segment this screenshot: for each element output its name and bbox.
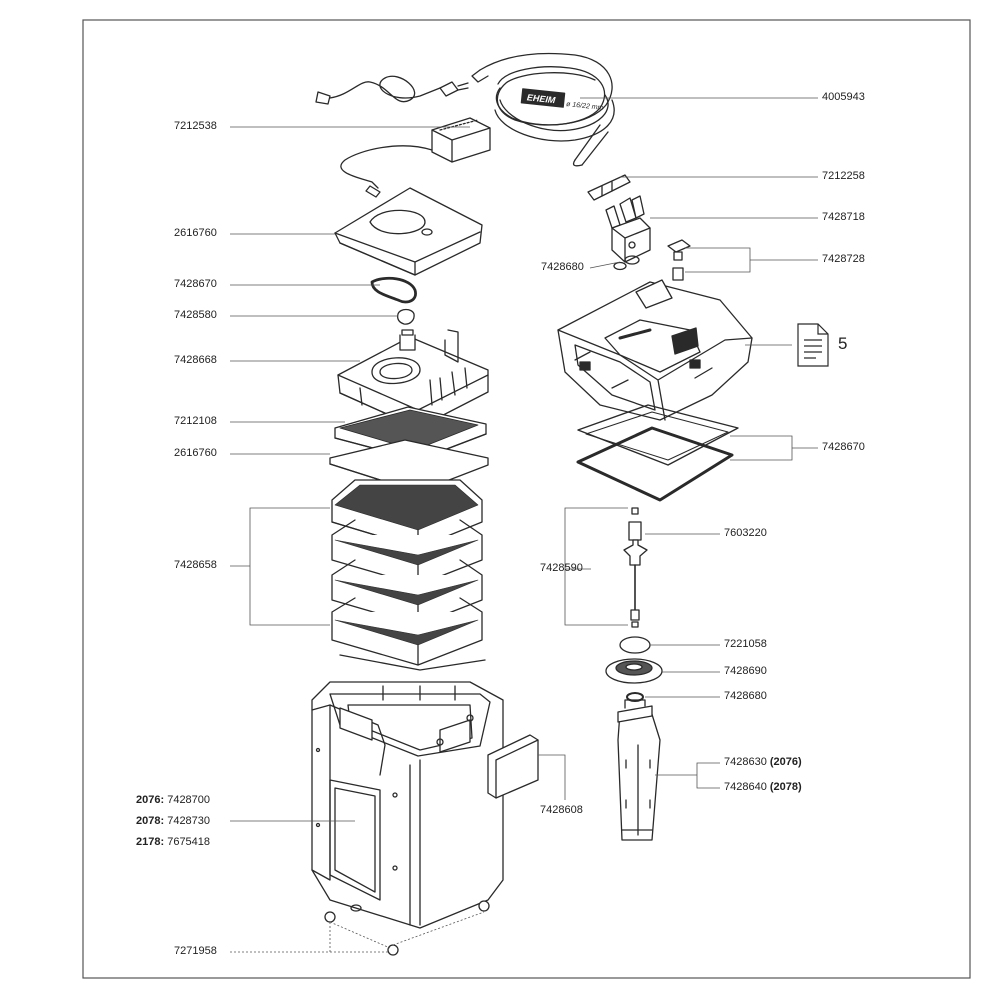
canister-model: 2078: bbox=[136, 815, 165, 827]
label-rotor-parts: 7428590 bbox=[540, 562, 583, 574]
hose-size-text: ø 16/22 mm bbox=[566, 101, 604, 112]
leader-lines bbox=[230, 97, 818, 953]
top-tray bbox=[337, 329, 489, 429]
intake-2076-model: (2076) bbox=[769, 756, 802, 768]
label-connector: 7212258 bbox=[822, 170, 865, 182]
power-cord bbox=[315, 75, 469, 105]
pump-head bbox=[557, 279, 753, 421]
canister bbox=[311, 681, 504, 956]
label-lid-cover: 2616760 bbox=[174, 227, 217, 239]
valve-parts bbox=[667, 239, 691, 281]
label-pump-ring: 7428680 bbox=[724, 690, 767, 702]
pump-cover bbox=[605, 658, 663, 684]
intake-tube bbox=[617, 699, 661, 841]
power-supply bbox=[340, 117, 491, 198]
canister-part: 7428730 bbox=[167, 815, 211, 827]
label-top-tray: 7428668 bbox=[174, 354, 217, 366]
canister-part: 7675418 bbox=[167, 836, 211, 848]
hose-coil: EHEIM ø 16/22 mm bbox=[471, 52, 615, 167]
label-hose: 4005943 bbox=[822, 91, 865, 103]
label-pump-seal: 7221058 bbox=[724, 638, 767, 650]
label-side-handle: 7428608 bbox=[540, 804, 583, 816]
label-valve-ring: 7428680 bbox=[541, 261, 584, 273]
intake-2078-model: (2078) bbox=[769, 781, 802, 793]
lid-cover bbox=[334, 187, 483, 276]
filter-baskets bbox=[331, 479, 486, 671]
canister-part: 7428700 bbox=[167, 794, 211, 806]
manual-reference: 5 bbox=[838, 334, 848, 353]
intake-2076-part: 7428630 bbox=[724, 756, 767, 768]
label-power-supply: 7212538 bbox=[174, 120, 217, 132]
label-canister-2076: 2076: 7428700 bbox=[136, 794, 210, 807]
label-canister-2178: 2178: 7675418 bbox=[136, 836, 210, 849]
grid-plate bbox=[334, 406, 487, 461]
canister-model: 2178: bbox=[136, 836, 165, 848]
canister-model: 2076: bbox=[136, 794, 165, 806]
side-handle bbox=[487, 734, 539, 799]
label-head-seal: 7428670 bbox=[822, 441, 865, 453]
label-valve-parts: 7428728 bbox=[822, 253, 865, 265]
intake-2078-part: 7428640 bbox=[724, 781, 767, 793]
label-pump-cover: 7428690 bbox=[724, 665, 767, 677]
lid-seal bbox=[370, 276, 417, 304]
small-seal bbox=[397, 308, 415, 325]
label-rotor: 7603220 bbox=[724, 527, 767, 539]
label-valve: 7428718 bbox=[822, 211, 865, 223]
label-canister-2078: 2078: 7428730 bbox=[136, 815, 210, 828]
label-intake-2078: 7428640 (2078) bbox=[724, 781, 802, 794]
label-grid: 7212108 bbox=[174, 415, 217, 427]
label-intake-2076: 7428630 (2076) bbox=[724, 756, 802, 769]
head-seals bbox=[576, 404, 739, 502]
document-icon bbox=[797, 323, 829, 367]
brand-text: EHEIM bbox=[526, 92, 556, 105]
pump-seal bbox=[619, 636, 651, 654]
label-fleece-pad: 2616760 bbox=[174, 447, 217, 459]
pump-ring bbox=[626, 692, 644, 702]
diagram-frame bbox=[82, 19, 971, 979]
rotor-assembly bbox=[623, 507, 648, 628]
label-lid-seal: 7428670 bbox=[174, 278, 217, 290]
label-feet: 7271958 bbox=[174, 945, 217, 957]
label-baskets: 7428658 bbox=[174, 559, 217, 571]
connector bbox=[587, 174, 631, 201]
label-small-seal: 7428580 bbox=[174, 309, 217, 321]
valve-block bbox=[605, 195, 651, 263]
valve-ring bbox=[624, 255, 640, 265]
